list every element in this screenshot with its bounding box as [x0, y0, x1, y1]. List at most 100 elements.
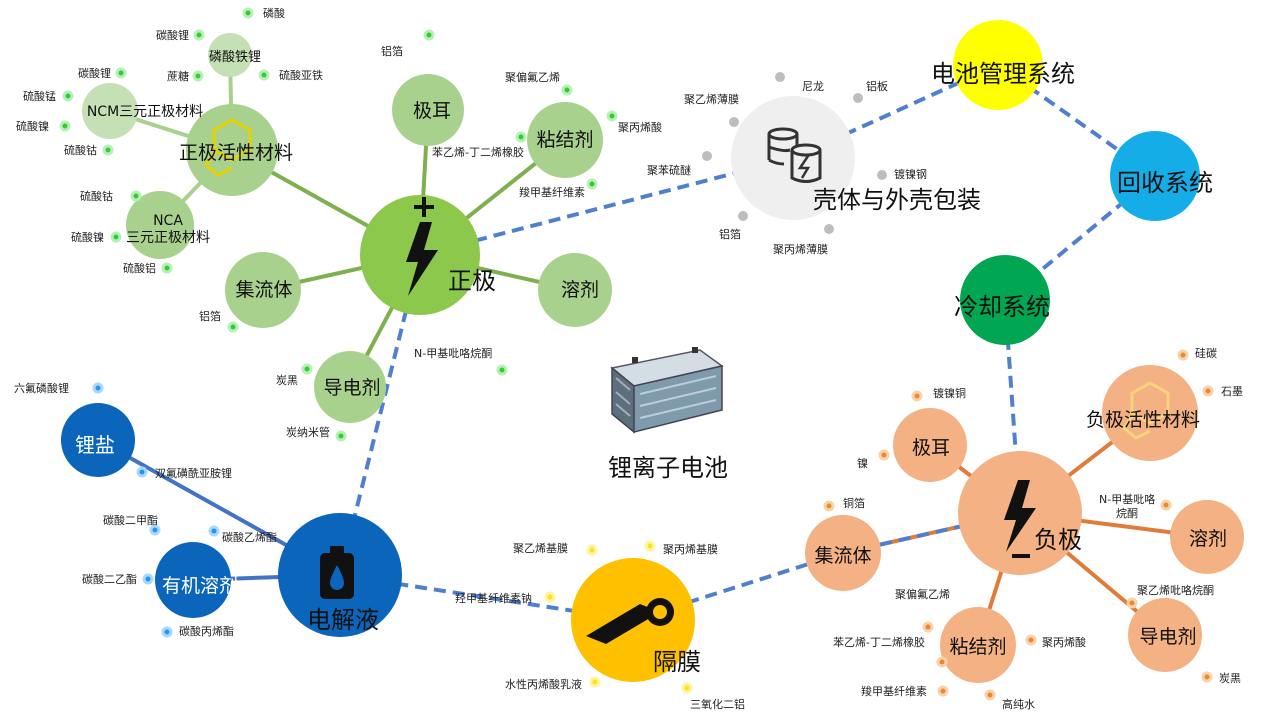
- cathode-solvent-node[interactable]: [538, 253, 612, 327]
- leaf-label: 炭纳米管: [286, 425, 330, 439]
- organic-solvent-node[interactable]: [155, 542, 231, 618]
- film-roll-icon: [586, 598, 674, 644]
- anode-binder-node[interactable]: [940, 607, 1016, 683]
- lfp-node[interactable]: [208, 33, 252, 77]
- organic-solvent-label: 有机溶剂: [162, 575, 238, 597]
- leaf-label: 硅碳: [1195, 346, 1217, 360]
- bms-label: 电池管理系统: [931, 60, 1075, 88]
- cathode-collector-label: 集流体: [235, 279, 292, 301]
- leaf-label: 石墨: [1221, 385, 1243, 398]
- leaf-label: 硫酸亚铁: [279, 68, 323, 82]
- leaf-label: 炭黑: [1219, 672, 1241, 685]
- anode-label: 负极: [1034, 526, 1082, 554]
- leaf-label: 聚丙烯基膜: [663, 543, 718, 556]
- anode-tab-label: 极耳: [912, 437, 950, 459]
- leaf-label: 硫酸铝: [123, 261, 156, 275]
- lithium-salt-label: 锂盐: [75, 433, 115, 457]
- ncm-node[interactable]: [82, 83, 138, 139]
- bms-node[interactable]: [953, 20, 1043, 110]
- leaf-label: 苯乙烯-丁二烯橡胶: [833, 635, 925, 649]
- lithium-salt-node[interactable]: [61, 403, 135, 477]
- recycle-node[interactable]: [1110, 131, 1200, 221]
- leaf-label: 三氧化二铝: [690, 697, 745, 711]
- database-swap-icon: [767, 127, 822, 183]
- leaf-label: 碳酸乙烯酯: [222, 530, 277, 544]
- leaf-label: 聚偏氟乙烯: [895, 587, 950, 601]
- leaf-label: 碳酸锂: [78, 66, 111, 80]
- lightning-plus-icon: [406, 197, 438, 296]
- battery-title: 锂离子电池: [608, 454, 728, 482]
- anode-leaf-dots: [823, 349, 1214, 701]
- leaf-label: 羧甲基纤维素: [519, 185, 585, 199]
- recycle-label: 回收系统: [1117, 169, 1213, 197]
- leaf-label: 蔗糖: [167, 69, 189, 83]
- link-cathode-casing: [419, 156, 794, 257]
- oil-bottle-icon: [320, 546, 354, 599]
- leaf-label: 高纯水: [1002, 697, 1035, 711]
- leaf-label: 铝板: [866, 79, 888, 93]
- cathode-conductive-node[interactable]: [314, 351, 386, 423]
- cathode-binder-node[interactable]: [527, 102, 603, 178]
- leaf-label: 碳酸丙烯酯: [179, 624, 234, 638]
- leaf-label: 聚偏氟乙烯: [505, 70, 560, 84]
- casing-label: 壳体与外壳包装: [813, 186, 981, 214]
- leaf-label: 聚乙烯薄膜: [684, 92, 739, 106]
- leaf-label: 铝箔: [719, 227, 741, 241]
- anode-tab-node[interactable]: [893, 408, 967, 482]
- leaf-label: 铝箔: [199, 309, 221, 323]
- leaf-label: N-甲基吡咯烷酮: [414, 346, 492, 360]
- ncm-label: NCM三元正极材料: [87, 104, 203, 120]
- separator-leaf-dots: [544, 540, 693, 694]
- anode-collector-node[interactable]: [805, 515, 881, 591]
- cathode-conductive-label: 导电剂: [323, 377, 380, 399]
- leaf-label: 聚丙烯酸: [1042, 635, 1086, 649]
- electrolyte-leaf-dots: [92, 382, 220, 638]
- leaf-label-solvent-line1: N-甲基吡咯: [1099, 492, 1155, 506]
- leaf-label: 聚丙烯酸: [618, 120, 662, 134]
- anode-active-node[interactable]: [1102, 365, 1198, 461]
- leaf-label: 碳酸二乙酯: [82, 572, 137, 586]
- leaf-label: 尼龙: [802, 80, 824, 93]
- leaf-label: 水性丙烯酸乳液: [505, 677, 582, 691]
- node-labels: 正极 正极活性材料 磷酸铁锂 NCM三元正极材料 NCA 三元正极材料 极耳 粘…: [75, 50, 1227, 676]
- cooling-label: 冷却系统: [954, 293, 1050, 321]
- leaf-label: 碳酸二甲酯: [103, 513, 158, 527]
- anode-collector-label: 集流体: [814, 545, 871, 567]
- anode-active-label: 负极活性材料: [1086, 409, 1200, 431]
- cathode-label: 正极: [448, 267, 496, 295]
- separator-label: 隔膜: [653, 648, 701, 676]
- leaf-label: 苯乙烯-丁二烯橡胶: [432, 145, 524, 159]
- cathode-collector-node[interactable]: [225, 252, 301, 328]
- leaf-label: 碳酸锂: [156, 28, 189, 42]
- leaf-label: 硫酸锰: [23, 89, 56, 103]
- leaf-label: 磷酸: [263, 6, 285, 20]
- cathode-leaf-dots: [59, 7, 618, 442]
- anode-solvent-label: 溶剂: [1189, 528, 1227, 550]
- leaf-label-solvent-line2: 烷酮: [1116, 506, 1138, 520]
- battery-illustration: [610, 347, 724, 434]
- cooling-node[interactable]: [960, 255, 1050, 345]
- leaf-label: 镀镍铜: [933, 386, 966, 400]
- casing-leaf-dots: [702, 72, 887, 234]
- leaf-label: 聚丙烯薄膜: [773, 242, 828, 256]
- cathode-binder-label: 粘结剂: [536, 129, 593, 151]
- hexagon-molecule-icon: [203, 118, 252, 177]
- leaf-label: 六氟磷酸锂: [14, 381, 69, 395]
- leaf-label: 聚乙烯基膜: [513, 542, 568, 555]
- cathode-tab-node[interactable]: [392, 74, 464, 146]
- anode-solvent-node[interactable]: [1170, 500, 1244, 574]
- leaf-label: 硫酸镍: [16, 119, 49, 133]
- leaf-label: 硫酸钴: [80, 189, 113, 203]
- electrolyte-label: 电解液: [307, 606, 379, 634]
- anode-hexagon-molecule-icon: [1121, 381, 1170, 440]
- leaf-label: 羟甲基纤维素钠: [455, 591, 532, 605]
- cathode-active-label: 正极活性材料: [179, 142, 293, 164]
- nca-label-line1: NCA: [153, 213, 183, 229]
- cathode-active-node[interactable]: [186, 104, 278, 196]
- leaf-label: 镍: [857, 456, 868, 470]
- anode-conductive-node[interactable]: [1128, 598, 1202, 672]
- nca-label-line2: 三元正极材料: [126, 230, 210, 246]
- nca-node[interactable]: [126, 191, 194, 259]
